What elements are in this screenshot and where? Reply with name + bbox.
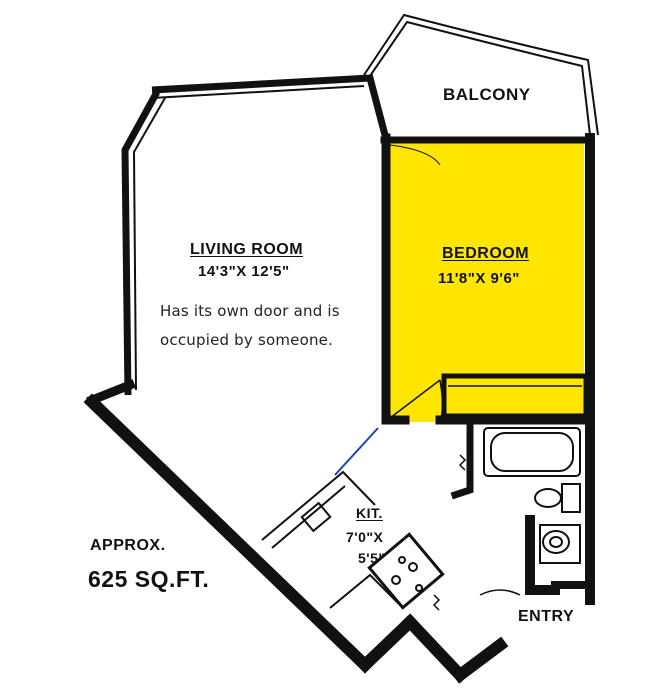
kitchen-label: KIT. [356, 505, 383, 521]
bathroom-fixtures [483, 427, 581, 564]
balcony-outline [363, 13, 599, 136]
kitchen-dimensions-1: 7'0"X [346, 529, 384, 545]
living-room-annotation: Has its own door and is occupied by some… [160, 297, 340, 355]
living-room-door-line [334, 427, 379, 476]
kitchen-dimensions-2: 5'5" [358, 550, 386, 566]
annotation-line-1: Has its own door and is [160, 302, 340, 320]
living-room-window-wall [121, 74, 389, 396]
bedroom-closet [441, 373, 589, 419]
annotation-line-2: occupied by someone. [160, 331, 334, 349]
balcony-label: BALCONY [443, 85, 531, 104]
balcony-door-swing [389, 144, 441, 166]
walls [83, 133, 595, 684]
living-room-label: LIVING ROOM [190, 241, 304, 258]
bedroom-dimensions: 11'8"X 9'6" [438, 270, 520, 287]
bedroom-door-swing [389, 379, 444, 421]
kitchen-fixtures [261, 470, 445, 610]
bedroom-label: BEDROOM [442, 245, 530, 262]
area-prefix: APPROX. [90, 537, 166, 554]
squiggle [432, 454, 467, 611]
entry-label: ENTRY [518, 608, 575, 625]
area-value: 625 SQ.FT. [88, 566, 210, 592]
living-room-dimensions: 14'3"X 12'5" [198, 263, 290, 280]
entry-door-swing [479, 589, 521, 596]
